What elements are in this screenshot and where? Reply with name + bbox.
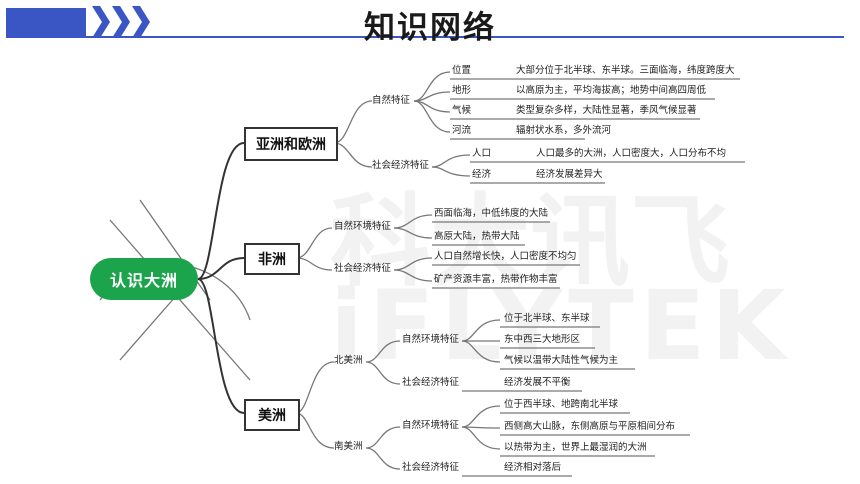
root-node: 认识大洲 (90, 258, 198, 300)
chevron-right-icon (92, 6, 110, 38)
north-social-item: 经济发展不平衡 (504, 377, 571, 388)
asia-key-population: 人口 (472, 148, 492, 159)
asia-key-terrain: 地形 (452, 85, 472, 96)
africa-social-item: 人口自然增长快，人口密度不均匀 (434, 251, 577, 262)
north-natural-item: 气候以温带大陆性气候为主 (504, 355, 619, 366)
chevron-right-icon (112, 6, 130, 38)
south-natural-item: 以热带为主，世界上最湿润的大洲 (504, 442, 647, 453)
south-natural-label: 自然环境特征 (402, 420, 460, 431)
north-social-label: 社会经济特征 (402, 377, 460, 388)
north-america-label: 北美洲 (334, 355, 363, 366)
africa-social-item: 矿产资源丰富，热带作物丰富 (434, 274, 558, 285)
asia-value-rivers: 辐射状水系，多外流河 (516, 125, 612, 136)
page-title: 知识网络 (364, 10, 496, 46)
chevron-right-icon (132, 6, 150, 38)
asia-value-terrain: 以高原为主，平均海拔高；地势中间高四周低 (516, 85, 707, 96)
africa-social-label: 社会经济特征 (334, 263, 392, 274)
asia-key-rivers: 河流 (452, 125, 472, 136)
africa-natural-label: 自然环境特征 (334, 221, 392, 232)
node-asia-europe: 亚洲和欧洲 (244, 127, 338, 161)
header-underline (6, 36, 844, 38)
node-america: 美洲 (244, 399, 300, 431)
south-natural-item: 位于西半球、地跨南北半球 (504, 399, 619, 410)
asia-value-climate: 类型复杂多样，大陆性显著，季风气候显著 (516, 105, 697, 116)
asia-natural-label: 自然特征 (372, 95, 411, 106)
north-natural-label: 自然环境特征 (402, 334, 460, 345)
node-africa: 非洲 (244, 243, 300, 275)
asia-key-climate: 气候 (452, 105, 472, 116)
asia-value-economy: 经济发展差异大 (536, 169, 603, 180)
north-natural-item: 位于北半球、东半球 (504, 313, 590, 324)
south-social-item: 经济相对落后 (504, 462, 562, 473)
asia-value-location: 大部分位于北半球、东半球。三面临海，纬度跨度大 (516, 65, 735, 76)
watermark-logo-icon (99, 199, 251, 381)
header-accent-bar (6, 8, 86, 36)
asia-key-location: 位置 (452, 65, 472, 76)
north-natural-item: 东中西三大地形区 (504, 334, 581, 345)
south-social-label: 社会经济特征 (402, 462, 460, 473)
asia-key-economy: 经济 (472, 169, 492, 180)
south-america-label: 南美洲 (334, 441, 363, 452)
africa-natural-item: 高原大陆，热带大陆 (434, 231, 520, 242)
asia-social-label: 社会经济特征 (372, 160, 430, 171)
south-natural-item: 西侧高大山脉，东侧高原与平原相间分布 (504, 421, 676, 432)
africa-natural-item: 西面临海，中低纬度的大陆 (434, 208, 549, 219)
asia-value-population: 人口最多的大洲，人口密度大，人口分布不均 (536, 148, 727, 159)
